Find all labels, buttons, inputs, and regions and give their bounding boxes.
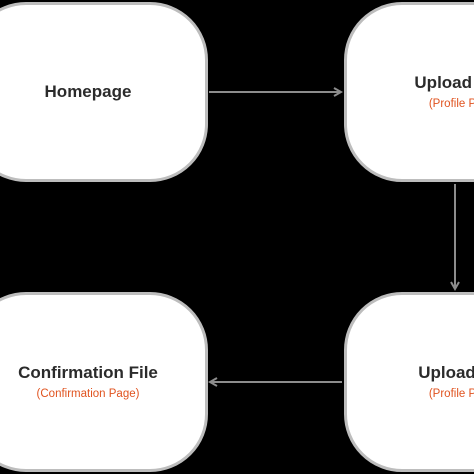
node-upload-file: Upload File (Profile Page): [344, 292, 474, 472]
node-homepage: Homepage: [0, 2, 208, 182]
node-upload-file-subtitle: (Profile Page): [428, 388, 474, 400]
node-confirmation-file-content: Confirmation File (Confirmation Page): [18, 362, 158, 402]
node-upload-data-subtitle: (Profile Page): [428, 98, 474, 110]
node-upload-file-title: Upload File: [418, 363, 474, 382]
node-homepage-title: Homepage: [44, 82, 132, 101]
node-homepage-content: Homepage: [45, 81, 132, 103]
node-confirmation-file-subtitle: (Confirmation Page): [36, 388, 140, 400]
node-upload-file-content: Upload File (Profile Page): [418, 362, 474, 402]
node-upload-data-content: Upload Data (Profile Page): [414, 72, 474, 112]
node-confirmation-file: Confirmation File (Confirmation Page): [0, 292, 208, 472]
node-upload-data-title: Upload Data: [414, 73, 474, 92]
node-upload-data: Upload Data (Profile Page): [344, 2, 474, 182]
node-confirmation-file-title: Confirmation File: [18, 363, 158, 382]
